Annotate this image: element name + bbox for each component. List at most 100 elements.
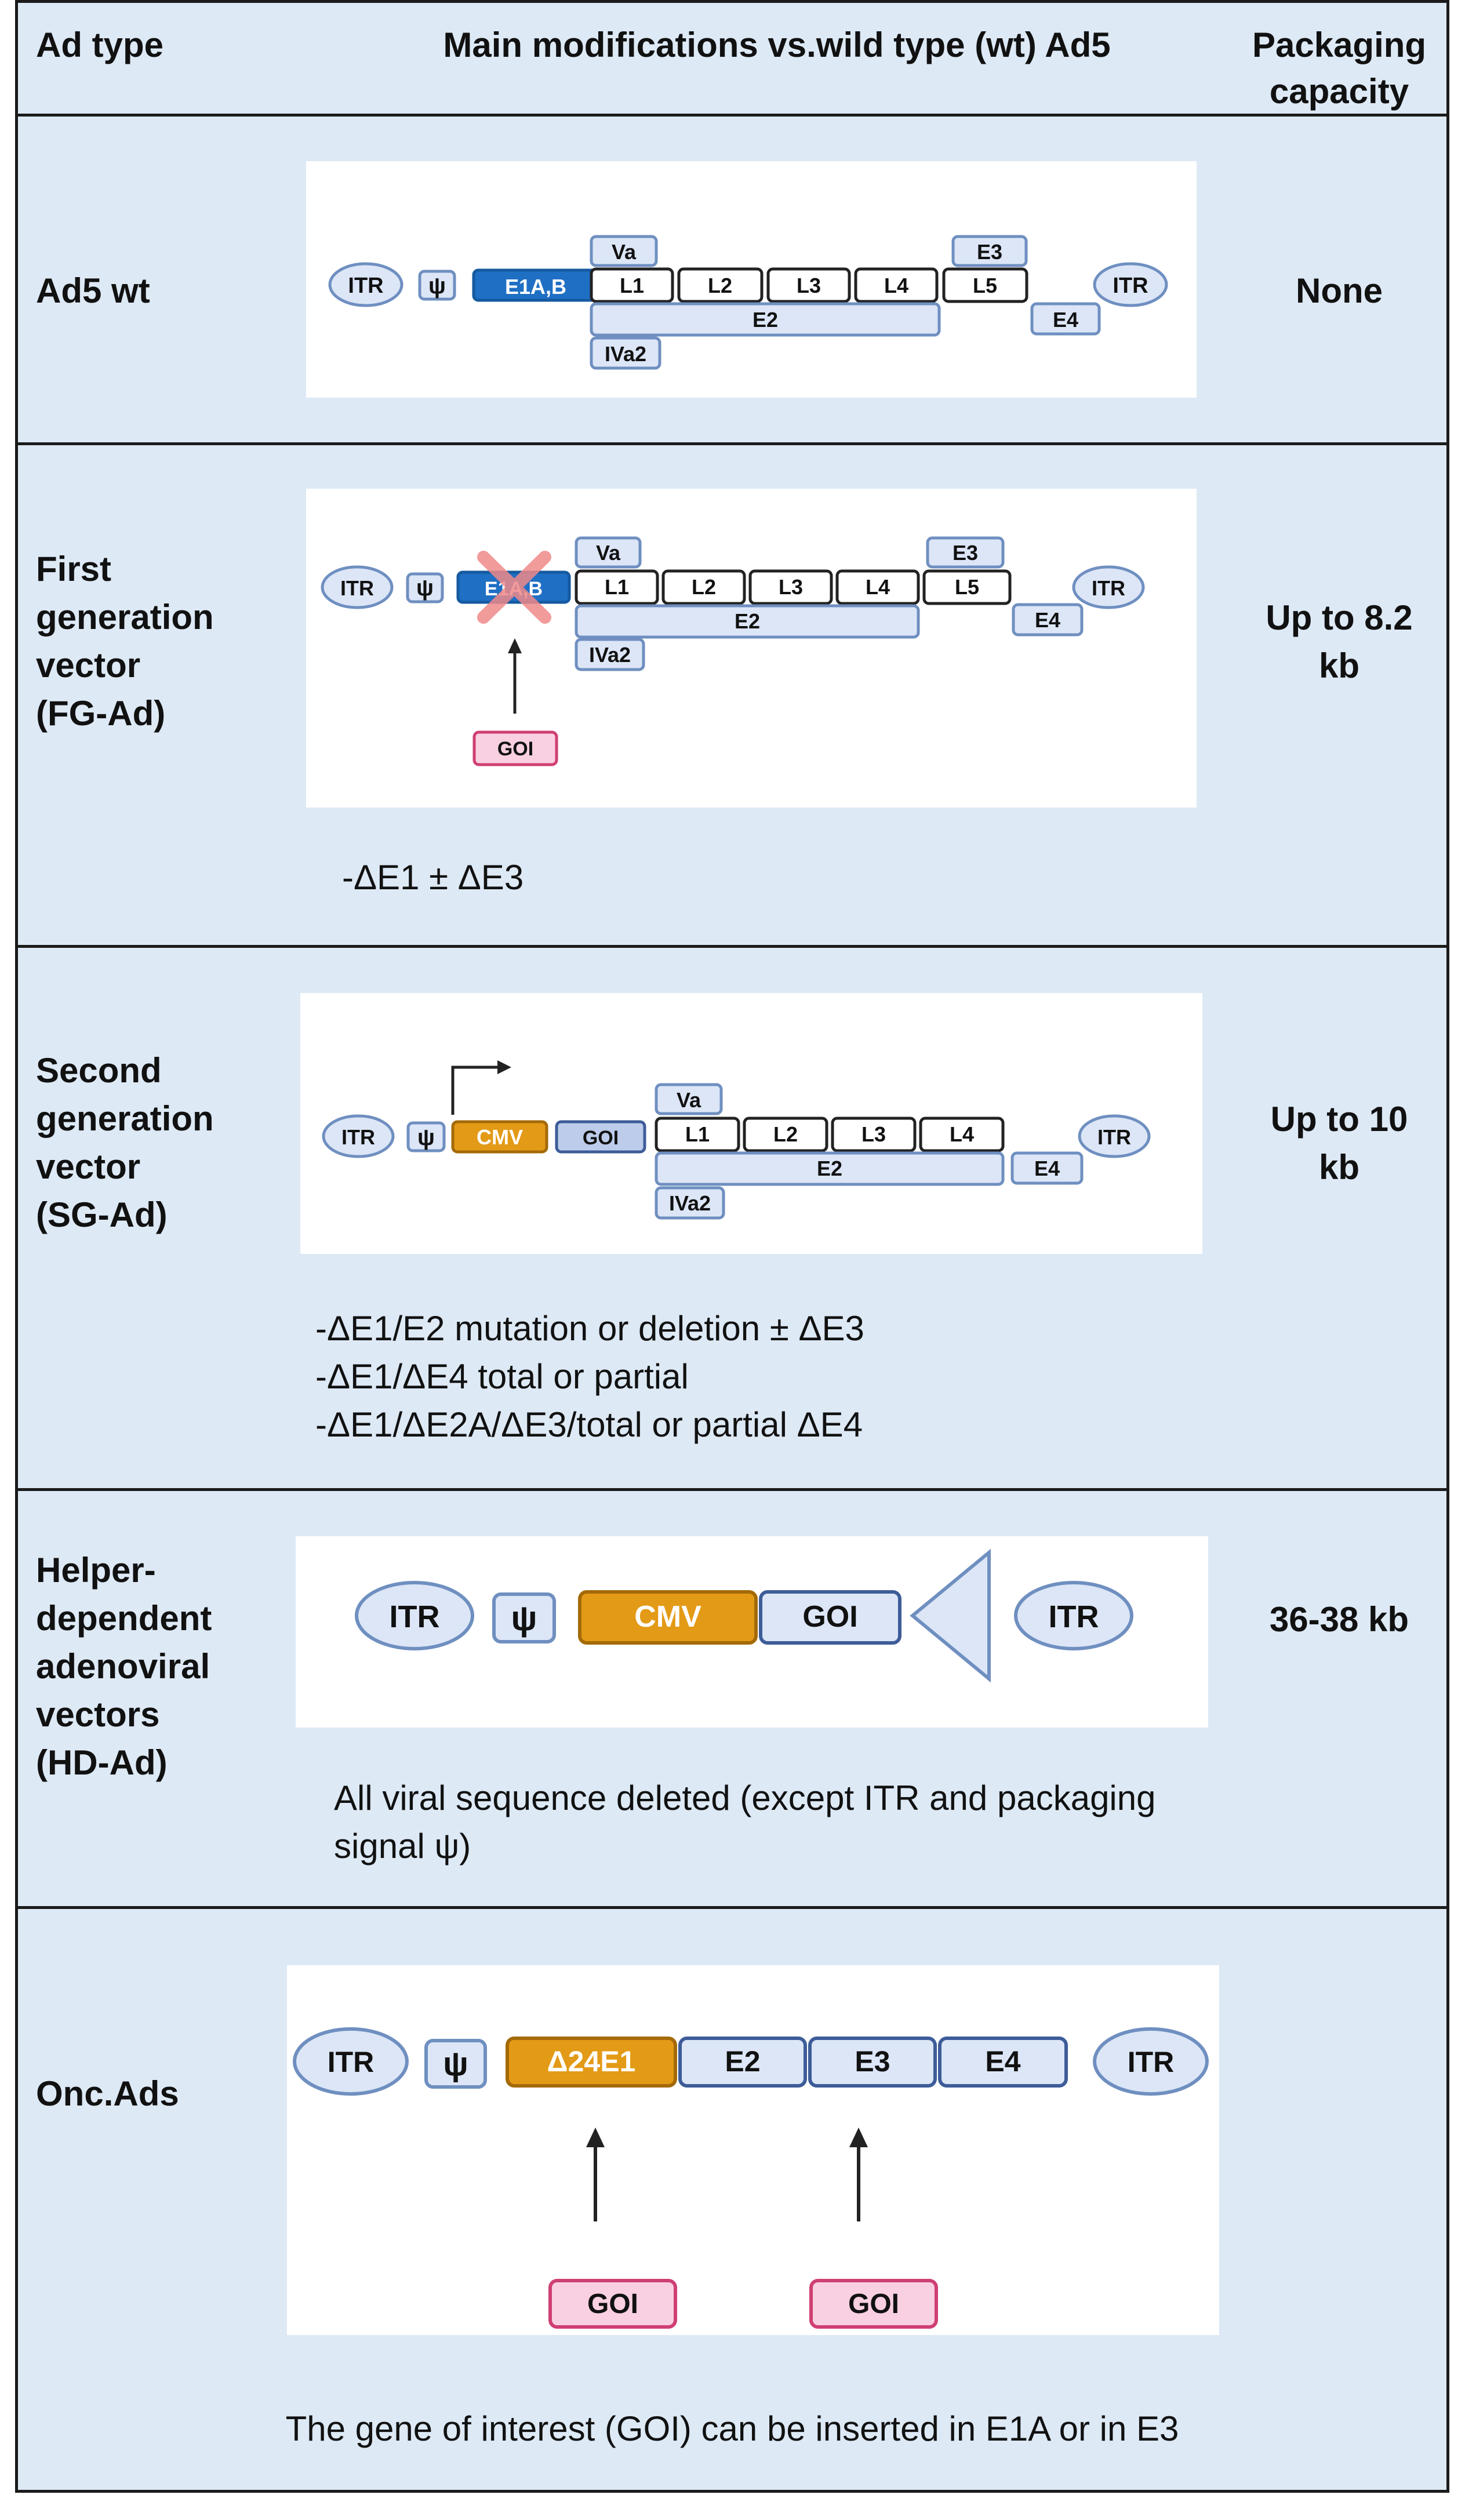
psi-box <box>492 1592 556 1643</box>
e4-box <box>1010 1151 1084 1185</box>
itr-left-label: ITR <box>328 2046 375 2078</box>
e3-box <box>926 536 1005 569</box>
row-oncads-type: Onc.Ads <box>36 2074 179 2113</box>
arrow-head <box>508 638 522 653</box>
fg-genome-map: ITR ψ E1A,B GOI Va L1 L2 L3 L4 L5 E3 E2 … <box>321 536 1145 766</box>
itr-left-label: ITR <box>348 274 383 298</box>
itr-right-label: ITR <box>1113 274 1148 298</box>
hd-genome-map: ITR ψ CMV GOI ITR <box>355 1548 1133 1683</box>
itr-right-label: ITR <box>1049 1599 1099 1634</box>
iva2-box <box>590 336 661 370</box>
l1-label: L1 <box>685 1122 710 1146</box>
goi-label: GOI <box>802 1600 857 1634</box>
row-oncads-description: The gene of interest (GOI) can be insert… <box>285 2409 1179 2448</box>
e4-box <box>938 2037 1068 2088</box>
l1-box <box>590 267 674 303</box>
deletion-cross-icon <box>477 551 551 624</box>
e2-box <box>678 2037 807 2088</box>
l5-box <box>922 569 1012 605</box>
goi-box-e1 <box>548 2279 677 2329</box>
va-label: Va <box>677 1088 701 1112</box>
hd-genome-panel: ITR ψ CMV GOI ITR <box>296 1536 1208 1728</box>
e2-box <box>655 1151 1005 1186</box>
row-sg-description: -ΔE1/E2 mutation or deletion ± ΔE3 -ΔE1/… <box>315 1309 864 1444</box>
iva2-label: IVa2 <box>605 342 646 366</box>
l1-label: L1 <box>620 274 644 297</box>
psi-box <box>418 270 456 301</box>
row-divider <box>15 442 1449 445</box>
itr-right <box>1093 262 1168 307</box>
goi-box <box>759 1590 901 1645</box>
va-label: Va <box>612 240 637 264</box>
cmv-label: CMV <box>634 1600 701 1634</box>
e2-label: E2 <box>735 609 760 633</box>
d24e1-label: Δ24E1 <box>547 2045 636 2078</box>
itr-left-label: ITR <box>341 1125 375 1149</box>
l1-box <box>655 1117 740 1152</box>
arrow-head-e3 <box>849 2128 868 2147</box>
row-sg-type: Second generation vector (SG-Ad) <box>36 1051 214 1234</box>
goi-label: GOI <box>583 1127 619 1149</box>
psi-label: ψ <box>511 1599 537 1638</box>
cmv-box <box>451 1120 548 1154</box>
e4-label: E4 <box>1053 308 1078 332</box>
l1-label: L1 <box>605 575 629 599</box>
e3-box <box>951 235 1028 267</box>
l4-box <box>854 267 939 303</box>
itr-right <box>1072 565 1145 609</box>
goi-label: GOI <box>497 738 533 760</box>
l4-label: L4 <box>950 1122 974 1146</box>
psi-box <box>406 1121 446 1152</box>
l2-label: L2 <box>773 1122 798 1146</box>
row-fg-capacity: Up to 8.2 kb <box>1266 598 1413 685</box>
l5-label: L5 <box>955 575 979 599</box>
row-ad5wt-type: Ad5 wt <box>36 271 150 310</box>
e4-box <box>1012 603 1084 637</box>
arrow-head-e1 <box>586 2128 605 2147</box>
psi-label: ψ <box>416 575 434 601</box>
l2-label: L2 <box>708 274 732 297</box>
itr-left-label: ITR <box>390 1599 440 1634</box>
row-divider <box>15 945 1449 948</box>
e3-label: E3 <box>953 541 978 565</box>
l3-label: L3 <box>861 1122 886 1146</box>
itr-left-label: ITR <box>340 576 374 600</box>
goi-label-e3: GOI <box>848 2289 899 2319</box>
l3-box <box>748 569 833 605</box>
e2-box <box>575 604 920 639</box>
goi-label-e1: GOI <box>587 2289 638 2319</box>
va-box <box>655 1083 723 1115</box>
e1-label: E1A,B <box>505 275 566 299</box>
goi-box <box>555 1120 646 1154</box>
itr-right-label: ITR <box>1097 1125 1131 1149</box>
itr-left <box>293 2027 409 2096</box>
l3-label: L3 <box>779 575 803 599</box>
goi-box-e3 <box>809 2279 938 2329</box>
l2-label: L2 <box>692 575 716 599</box>
l2-box <box>743 1117 828 1152</box>
e4-label: E4 <box>1035 608 1060 632</box>
psi-label: ψ <box>428 273 446 299</box>
row-ad5wt-capacity: None <box>1296 271 1383 310</box>
e2-label: E2 <box>753 308 778 332</box>
l3-box <box>766 267 851 303</box>
row-hd-capacity: 36-38 kb <box>1269 1600 1409 1639</box>
itr-left <box>328 262 403 307</box>
itr-right <box>1093 2027 1209 2096</box>
l2-box <box>661 569 746 605</box>
sg-genome-map: ITR ψ CMV GOI Va L1 L2 L3 L4 E2 IVa2 E4 … <box>322 1060 1151 1220</box>
cmv-box <box>578 1590 758 1645</box>
l4-box <box>919 1117 1005 1152</box>
e2-box <box>590 302 941 337</box>
oncads-genome-panel: ITR ψ Δ24E1 E2 E3 E4 ITR GOI GOI <box>287 1965 1219 2335</box>
ad5wt-genome-panel: ITR ψ E1A,B Va L1 L2 L3 L4 L5 E3 E2 IVa2… <box>306 161 1197 398</box>
iva2-box <box>575 638 645 671</box>
header-modifications: Main modifications vs.wild type (wt) Ad5 <box>443 26 1111 64</box>
header-ad-type: Ad type <box>36 26 164 64</box>
fg-genome-panel: ITR ψ E1A,B GOI Va L1 L2 L3 L4 L5 E3 E2 … <box>306 489 1197 808</box>
va-box <box>575 536 642 569</box>
itr-right-label: ITR <box>1092 576 1125 600</box>
row-sg-capacity: Up to 10 kb <box>1270 1100 1408 1187</box>
promoter-arrow-head <box>497 1060 511 1074</box>
d24e1-box <box>506 2037 677 2088</box>
